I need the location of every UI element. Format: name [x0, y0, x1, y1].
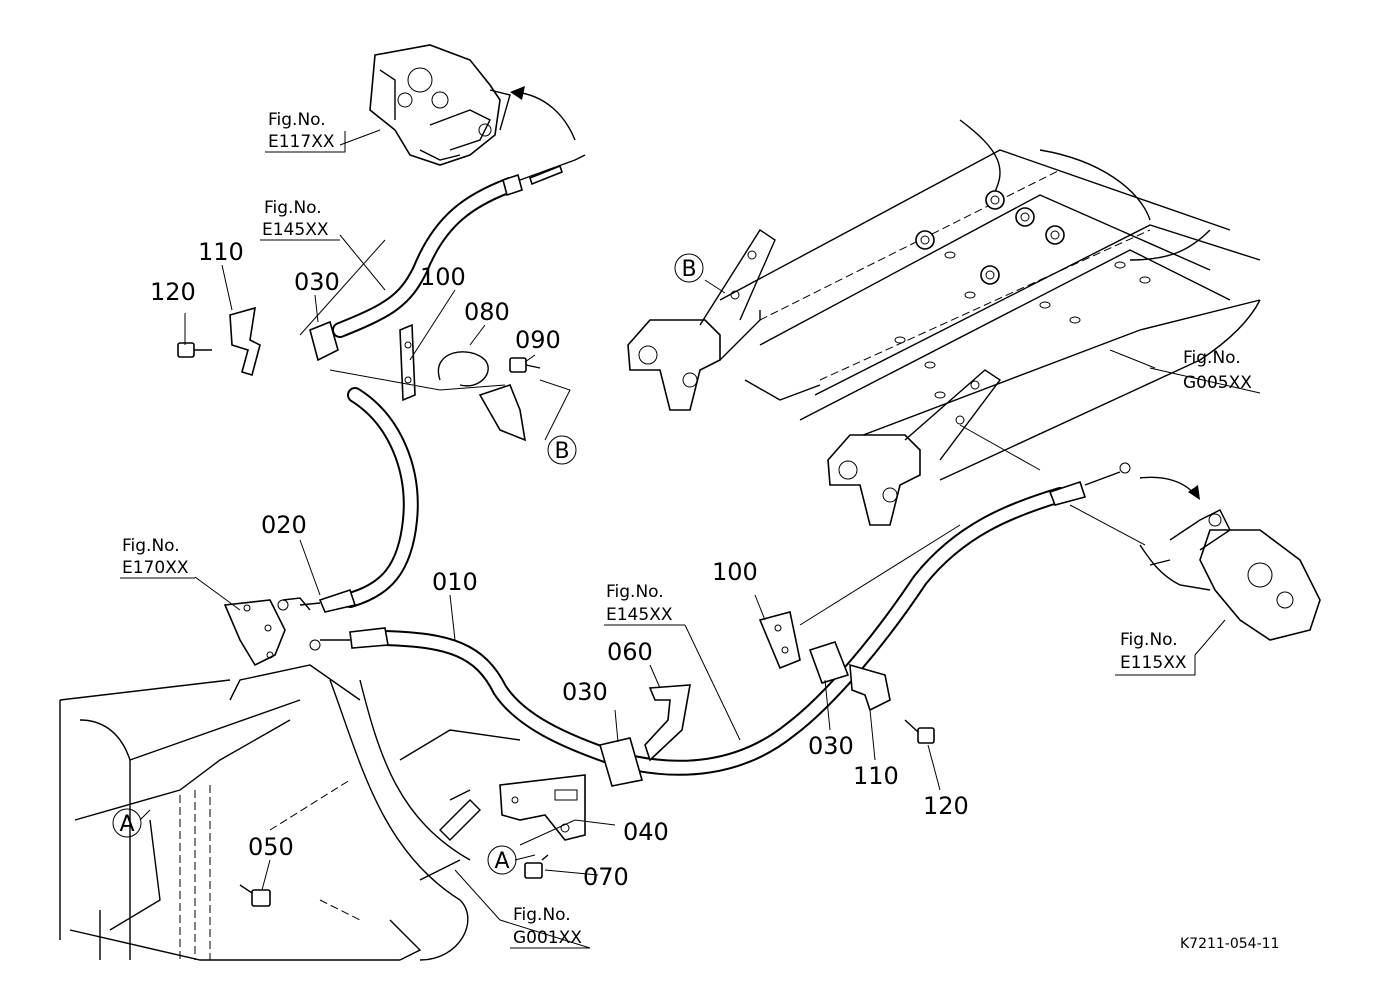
- part-label-120-upper: 120: [150, 278, 196, 306]
- clamp-030-lower-right: [808, 641, 850, 684]
- part-label-110-upper: 110: [198, 238, 244, 266]
- part-label-030-lower-right: 030: [808, 732, 854, 760]
- figref-label: Fig.No.: [264, 198, 322, 218]
- part-label-040: 040: [623, 818, 669, 846]
- frame-bracket-rear: [827, 369, 1002, 526]
- clamp-060: [644, 684, 691, 762]
- part-label-070: 070: [583, 863, 629, 891]
- brake-cable-020: [277, 154, 586, 613]
- callout-A-right: A: [487, 845, 517, 875]
- figref-code: G005XX: [1183, 373, 1252, 393]
- bracket-100-upper: [399, 323, 416, 402]
- plate-040: [499, 774, 586, 841]
- rotation-arrow-top: [510, 86, 576, 141]
- callout-letter: A: [119, 812, 134, 837]
- drawing-id: K7211-054-11: [1180, 936, 1279, 952]
- pin-080: [437, 351, 527, 442]
- rotation-arrow-bottom: [1139, 476, 1200, 500]
- part-label-050: 050: [248, 833, 294, 861]
- figref-E170XX: Fig.No. E170XX: [120, 536, 195, 579]
- figref-E145XX-lower: Fig.No. E145XX: [604, 582, 685, 626]
- part-label-090: 090: [515, 326, 561, 354]
- figref-E145XX-upper: Fig.No. E145XX: [260, 198, 340, 241]
- frame-bolt-heads: [915, 190, 1065, 285]
- bolt-120-lower: [904, 719, 935, 744]
- figref-code: E145XX: [606, 605, 673, 625]
- figref-E117XX: Fig.No. E117XX: [265, 110, 346, 153]
- figref-label: Fig.No.: [1183, 348, 1241, 368]
- part-label-020: 020: [261, 511, 307, 539]
- figref-code: E170XX: [122, 558, 189, 578]
- callout-letter: B: [681, 257, 696, 282]
- figref-label: Fig.No.: [268, 110, 326, 130]
- callout-letter: A: [494, 849, 509, 874]
- chassis-frame: [627, 119, 1261, 526]
- clamp-110-upper: [229, 306, 261, 377]
- figref-label: Fig.No.: [1120, 630, 1178, 650]
- part-label-110-lower: 110: [853, 762, 899, 790]
- figref-label: Fig.No.: [513, 905, 571, 925]
- brake-caliper-lower: [1139, 509, 1321, 641]
- clamp-030-lower-left: [598, 737, 644, 787]
- figref-code: E115XX: [1120, 653, 1187, 673]
- figref-G001XX: Fig.No. G001XX: [499, 905, 591, 949]
- part-label-010: 010: [432, 568, 478, 596]
- figref-code: E117XX: [268, 132, 335, 152]
- bolt-120-upper: [177, 342, 212, 358]
- part-labels: 110 120 030 100 080 090 020 010 060 030 …: [150, 238, 969, 891]
- figref-code: G001XX: [513, 928, 582, 948]
- frame-bracket-front: [627, 229, 776, 411]
- bolt-050: [239, 884, 271, 907]
- bracket-e170: [223, 597, 311, 667]
- figref-code: E145XX: [262, 220, 329, 240]
- frame-holes: [894, 251, 1151, 399]
- lower-frame: [59, 664, 521, 961]
- part-label-080: 080: [464, 298, 510, 326]
- callout-B-upper: B: [674, 253, 704, 283]
- part-label-100-lower: 100: [712, 558, 758, 586]
- bracket-100-lower: [758, 611, 801, 670]
- callout-A-left: A: [112, 808, 142, 838]
- brake-cable-010: [309, 462, 1131, 776]
- part-label-100-upper: 100: [420, 263, 466, 291]
- figref-label: Fig.No.: [122, 536, 180, 556]
- brake-caliper-upper: [369, 44, 511, 166]
- bolt-090: [509, 357, 541, 373]
- part-label-060: 060: [607, 638, 653, 666]
- part-label-120-lower: 120: [923, 792, 969, 820]
- clamp-030-upper: [309, 320, 339, 362]
- part-label-030-lower-left: 030: [562, 678, 608, 706]
- leader-lines: [139, 129, 1226, 921]
- figref-E115XX: Fig.No. E115XX: [1115, 630, 1196, 676]
- part-label-030-upper: 030: [294, 268, 340, 296]
- bolt-070: [524, 854, 549, 879]
- figref-label: Fig.No.: [606, 582, 664, 602]
- callout-B-lower: B: [547, 435, 577, 465]
- clamp-110-lower: [849, 663, 891, 712]
- figref-G005XX: Fig.No. G005XX: [1149, 348, 1261, 394]
- callout-letter: B: [554, 439, 569, 464]
